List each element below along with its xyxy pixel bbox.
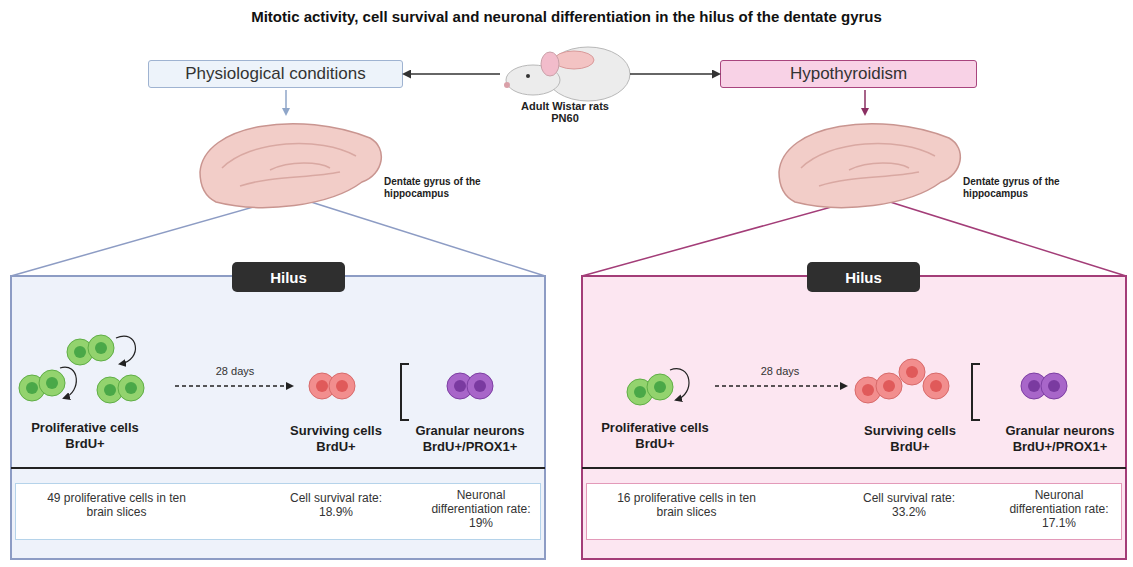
rat-eye [526,74,530,78]
node-text: Hypothyroidism [790,64,907,84]
result-box: 49 proliferative cells in ten brain slic… [15,483,541,540]
rat-head [506,65,560,95]
connector-arrow [404,73,500,75]
hippocampus-detail [222,144,356,187]
hilus-panel: Proliferative cells BrdU+ 28 daysSurvivin… [10,275,546,560]
node-text: Surviving cells BrdU+ [276,423,396,455]
node-text: Surviving cells BrdU+ [850,423,970,455]
connector-arrow [630,73,719,75]
node-text: Proliferative cells BrdU+ [590,420,720,452]
region-label: Dentate gyrus of the hippocampus [963,176,1068,200]
node-text: Cell survival rate: 18.9% [278,491,394,519]
hippocampus [779,124,960,208]
node-text: Hilus [270,269,307,286]
down-arrow [285,90,287,114]
node-text: Physiological conditions [185,64,366,84]
hippocampus [200,124,381,208]
region-tag: Hilus [232,262,345,292]
node-text: 28 days [750,363,810,379]
condition-box: Physiological conditions [148,60,403,88]
node-text: Granular neurons BrdU+/PROX1+ [405,423,535,455]
node-text: 49 proliferative cells in ten brain slic… [44,491,189,519]
rat-brain [554,51,594,69]
node-text: Proliferative cells BrdU+ [20,420,150,452]
region-label: Dentate gyrus of the hippocampus [384,176,489,200]
animal-model: Adult Wistar rats PN60 [500,40,630,128]
region-tag: Hilus [807,262,920,292]
rat-body [546,47,630,101]
node-text: Granular neurons BrdU+/PROX1+ [995,423,1125,455]
node-text: Cell survival rate: 33.2% [851,491,967,519]
node-text: Adult Wistar rats PN60 [510,100,620,124]
hilus-panel: Proliferative cells BrdU+ 28 daysSurvivin… [581,275,1127,560]
rat-nose [504,82,510,88]
down-arrow [864,90,866,114]
result-box: 16 proliferative cells in ten brain slic… [586,483,1122,540]
node-text: Hilus [845,269,882,286]
hippocampus-detail [801,144,935,187]
node-text: 28 days [205,363,265,379]
rat-ear [541,52,559,76]
node-text: Neuronal differentiation rate: 19% [422,488,540,530]
diagram-title: Mitotic activity, cell survival and neur… [0,8,1133,25]
node-text: 16 proliferative cells in ten brain slic… [614,491,759,519]
condition-box: Hypothyroidism [720,60,977,88]
node-text: Neuronal differentiation rate: 17.1% [1000,488,1118,530]
